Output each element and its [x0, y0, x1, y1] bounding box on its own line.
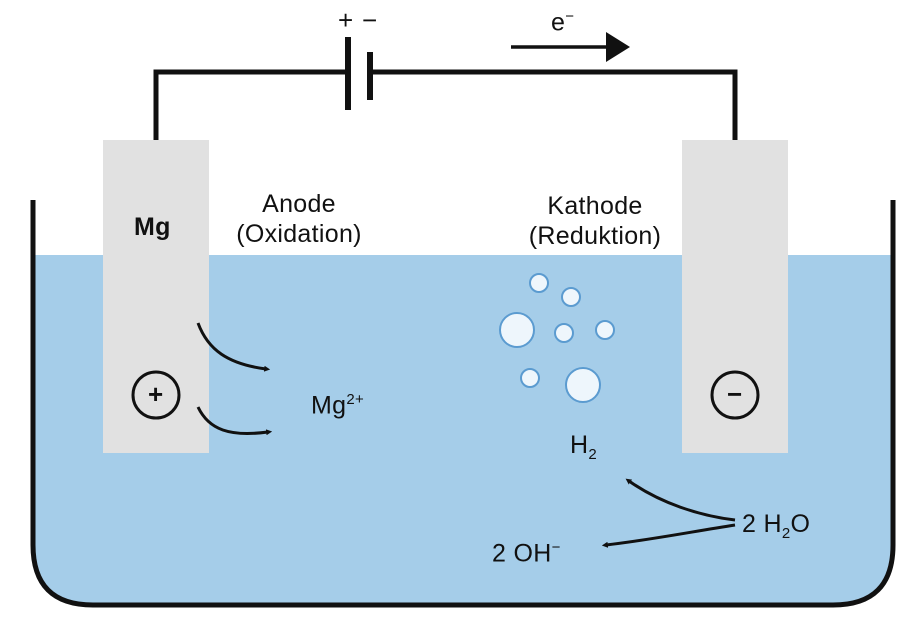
- cathode-electrode: [682, 140, 788, 453]
- bubble: [499, 312, 535, 348]
- hydroxide-symbol: 2 OH: [492, 539, 552, 568]
- cathode-polarity-circle: [710, 370, 760, 420]
- battery-negative-sign: −: [362, 5, 378, 35]
- hydrogen-bubbles: [499, 273, 615, 403]
- hydrogen-label: H2: [570, 431, 598, 463]
- anode-process: (Oxidation): [236, 220, 362, 248]
- bubble: [529, 273, 549, 293]
- anode-arrow-upper: [196, 322, 271, 372]
- electron-arrowhead: [606, 32, 630, 62]
- wire-left: [153, 69, 346, 140]
- water-subscript: 2: [781, 525, 791, 542]
- anode-polarity-circle: [131, 370, 181, 420]
- water-prefix: 2 H: [742, 510, 782, 538]
- cathode-polarity-sign: −: [727, 379, 743, 409]
- anode-electrode: [103, 140, 209, 453]
- ion-symbol: Mg: [311, 391, 347, 420]
- bubble: [565, 367, 601, 403]
- bubble: [595, 320, 615, 340]
- electron-symbol: e: [551, 8, 566, 37]
- container: [30, 200, 896, 608]
- hydroxide-charge: −: [551, 539, 561, 556]
- arrow-to-hydroxide: [601, 523, 736, 548]
- ion-charge: 2+: [346, 391, 365, 408]
- anode-metal-label: Mg: [134, 213, 171, 241]
- bubble: [520, 368, 540, 388]
- electron-charge: −: [565, 8, 575, 25]
- electron-label: e−: [551, 9, 574, 35]
- cathode-process: (Reduktion): [528, 222, 662, 250]
- anode-arrow-lower: [196, 406, 273, 436]
- battery-positive-sign: +: [338, 5, 354, 35]
- hydrogen-symbol: H: [570, 431, 589, 459]
- hydroxide-label: 2 OH−: [492, 540, 561, 566]
- anode-title: Anode: [262, 190, 336, 218]
- anode-polarity-sign: +: [148, 379, 164, 409]
- water-label: 2 H2O: [742, 510, 811, 542]
- cathode-title: Kathode: [547, 192, 643, 220]
- water-suffix: O: [790, 510, 811, 538]
- magnesium-ion-label: Mg2+: [311, 392, 364, 418]
- hydrogen-subscript: 2: [588, 446, 598, 463]
- bubble: [554, 323, 574, 343]
- electrolyte: [33, 255, 893, 605]
- bubble: [561, 287, 581, 307]
- wire-right: [371, 69, 738, 140]
- arrow-to-hydrogen: [625, 478, 736, 522]
